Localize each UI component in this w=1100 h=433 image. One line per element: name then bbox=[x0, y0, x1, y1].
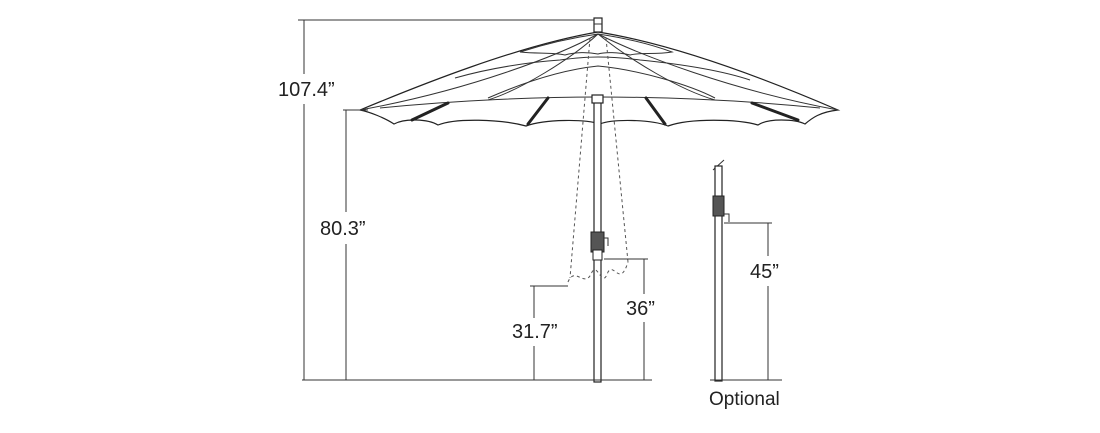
canopy-seam-left bbox=[359, 33, 599, 111]
tilt-collar bbox=[592, 249, 603, 261]
rib-3 bbox=[644, 96, 667, 126]
canopy-seam-right-inner bbox=[597, 33, 716, 101]
rib-1 bbox=[410, 101, 450, 122]
canopy-seam-right bbox=[597, 33, 839, 111]
canopy-seam-left-inner bbox=[487, 33, 599, 101]
caption-optional: Optional bbox=[709, 389, 780, 410]
label-tilt-height: 36” bbox=[626, 298, 655, 320]
label-total-height: 107.4” bbox=[278, 79, 335, 101]
optional-crank-housing bbox=[712, 195, 725, 217]
optional-pole bbox=[714, 165, 723, 382]
dimension-lines bbox=[298, 19, 652, 381]
lowered-canopy-wave bbox=[567, 261, 629, 283]
rib-4 bbox=[750, 101, 800, 122]
umbrella-main bbox=[357, 17, 841, 383]
umbrella-canopy bbox=[357, 31, 841, 127]
optional-crank-handle bbox=[724, 213, 730, 222]
lowered-canopy-outline bbox=[569, 37, 629, 279]
label-optional-crank-height: 45” bbox=[750, 261, 779, 283]
canopy-tier-vent-edge bbox=[487, 65, 716, 99]
label-lowered-canopy-height: 31.7” bbox=[512, 321, 558, 343]
optional-pole-detail bbox=[710, 159, 782, 382]
rib-2 bbox=[526, 96, 550, 126]
crank-handle bbox=[604, 237, 609, 246]
tilt-mechanism bbox=[590, 231, 605, 253]
pole-hub bbox=[591, 94, 604, 104]
label-clearance-height: 80.3” bbox=[320, 218, 366, 240]
finial bbox=[593, 17, 603, 33]
canopy-tier-middle bbox=[454, 56, 751, 81]
